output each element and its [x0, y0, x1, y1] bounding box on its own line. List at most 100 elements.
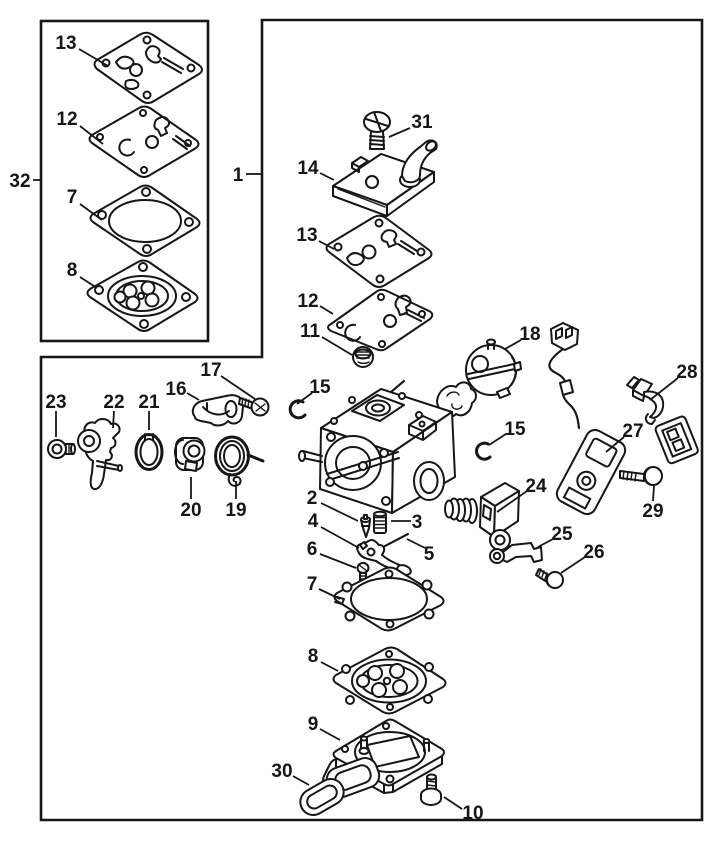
callout-label-23: 23	[45, 392, 66, 413]
callout-label-13: 13	[55, 33, 76, 54]
leader-line-4	[320, 526, 360, 549]
part-9-pump-housing	[322, 718, 445, 799]
leader-line-25	[537, 538, 554, 548]
callout-label-19: 19	[225, 500, 246, 521]
leader-line-18	[504, 339, 522, 350]
callout-label-21: 21	[138, 392, 160, 413]
callout-label-7: 7	[67, 187, 78, 208]
part-19-spring	[214, 435, 265, 487]
part-14-cover	[332, 139, 438, 217]
leader-line-2	[320, 502, 359, 522]
callout-label-8: 8	[308, 646, 319, 667]
callout-label-10: 10	[462, 803, 483, 824]
callout-label-15: 15	[309, 377, 331, 398]
callout-label-16: 16	[165, 379, 186, 400]
part-20-swivel	[174, 437, 206, 472]
part-18-shutter	[465, 338, 522, 399]
callout-label-14: 14	[297, 158, 319, 179]
leader-line-9	[319, 728, 341, 741]
part-8-diaphragm-inset	[86, 259, 199, 332]
part-29-screw	[619, 466, 663, 486]
leader-line-7	[79, 203, 103, 221]
leader-line-30	[292, 775, 310, 786]
callout-label-13: 13	[296, 225, 317, 246]
leader-line-8	[320, 661, 339, 672]
callout-label-15: 15	[504, 419, 526, 440]
part-11-strainer	[352, 346, 374, 368]
leader-line-15	[296, 392, 313, 405]
callout-label-5: 5	[424, 544, 435, 565]
leader-line-7	[318, 588, 341, 600]
part-13-gasket	[325, 214, 433, 288]
leader-line-26	[560, 556, 586, 574]
part-28-connector	[626, 376, 699, 465]
part-22-choke-lever	[77, 418, 123, 491]
leader-line-16	[186, 392, 200, 401]
part-15-clip-left	[288, 399, 307, 420]
part-23-plug	[47, 439, 76, 459]
part-25-bracket	[489, 542, 543, 564]
callout-label-32: 32	[9, 171, 30, 192]
callout-label-8: 8	[67, 260, 78, 281]
part-7-gasket-inset	[89, 184, 201, 257]
leader-line-29	[652, 485, 655, 502]
callout-label-12: 12	[56, 109, 77, 130]
main-panel-border	[39, 18, 704, 822]
leader-line-5	[406, 538, 426, 549]
callout-label-31: 31	[411, 112, 433, 133]
leader-line-14	[319, 172, 335, 181]
callout-label-29: 29	[642, 501, 663, 522]
part-5-pin	[384, 533, 409, 547]
leader-line-31	[388, 127, 411, 138]
callout-label-28: 28	[676, 362, 697, 383]
part-2-inlet-needle	[360, 514, 371, 538]
leader-line-13	[318, 240, 335, 250]
callout-label-18: 18	[519, 324, 540, 345]
part-7-gasket	[333, 566, 445, 632]
leader-line-13	[78, 48, 109, 67]
callout-label-12: 12	[297, 291, 318, 312]
part-3-spring	[373, 510, 387, 534]
leader-line-6	[319, 553, 357, 569]
callout-label-20: 20	[180, 500, 201, 521]
callout-label-24: 24	[525, 476, 547, 497]
callout-label-1: 1	[233, 165, 244, 186]
part-30-ring	[299, 778, 345, 816]
inset-panel-border	[39, 19, 210, 343]
leader-line-24	[496, 490, 528, 513]
callout-label-3: 3	[412, 512, 423, 533]
leader-line-12	[319, 305, 334, 315]
part-31-screw	[363, 111, 391, 150]
leader-line-28	[649, 377, 679, 401]
callout-label-6: 6	[307, 539, 318, 560]
part-27-solenoid	[548, 322, 627, 516]
leader-line-17	[220, 375, 256, 400]
part-13-gasket-inset	[93, 31, 203, 104]
leader-line-27	[605, 436, 625, 453]
callout-label-22: 22	[103, 392, 124, 413]
part-carburetor-body	[298, 380, 477, 514]
callout-label-9: 9	[308, 714, 319, 735]
callout-label-25: 25	[551, 524, 573, 545]
part-8-diaphragm	[332, 646, 447, 715]
callout-label-2: 2	[307, 488, 318, 509]
leader-line-10	[443, 796, 463, 810]
part-16-bracket	[191, 394, 245, 427]
part-15-clip-right	[475, 441, 492, 461]
part-10-screw	[420, 773, 442, 806]
callout-label-11: 11	[300, 321, 321, 342]
callout-label-30: 30	[271, 761, 292, 782]
leader-line-15	[488, 433, 507, 446]
leader-line-12	[79, 125, 104, 145]
callout-label-7: 7	[307, 574, 318, 595]
part-21-ring	[134, 433, 164, 471]
callout-label-27: 27	[622, 421, 643, 442]
part-24-valve	[444, 482, 520, 551]
part-26-screw	[535, 568, 564, 589]
callout-label-17: 17	[200, 360, 221, 381]
leader-line-8	[79, 276, 98, 289]
part-12-diaphragm	[327, 288, 434, 352]
